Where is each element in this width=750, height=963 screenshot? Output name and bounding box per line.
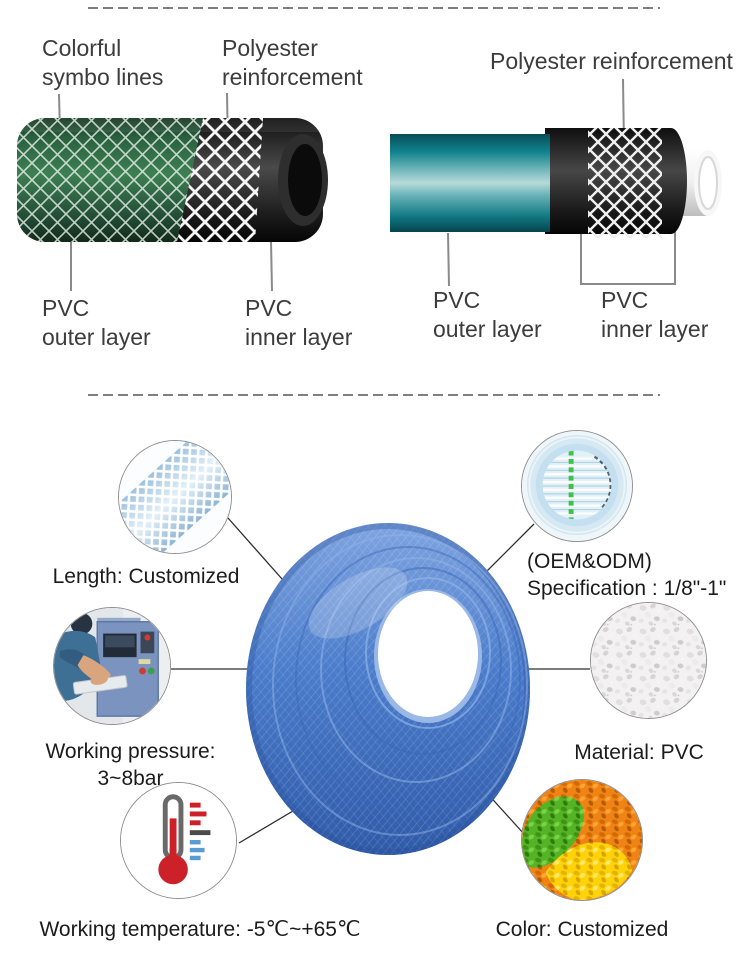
inner-layer-bracket [580, 221, 676, 285]
hose-end-photo [522, 431, 632, 541]
label-polyester-right: Polyester reinforcement [490, 47, 733, 76]
green-hose-cutaway-figure [15, 112, 335, 252]
label-colorful-symbol-lines: Colorful symbo lines [42, 34, 163, 92]
label-pvc-outer-right: PVC outer layer [433, 286, 542, 344]
label-text: inner layer [601, 316, 709, 342]
label-text: outer layer [42, 324, 151, 350]
label-pvc-inner-left: PVC inner layer [245, 294, 352, 352]
feature-label-material: Material: PVC [574, 741, 704, 764]
pvc-granules-photo [591, 603, 706, 718]
thermometer-icon [121, 783, 236, 898]
feature-circle-temperature [120, 782, 237, 899]
label-text: Polyester [222, 35, 318, 61]
color-granules-photo [522, 780, 642, 900]
label-text: symbo lines [42, 64, 164, 90]
feature-circle-length [118, 440, 232, 554]
feature-circle-pressure [53, 607, 171, 725]
feature-label-color: Color: Customized [495, 918, 669, 941]
feature-label-length: Length: Customized [52, 565, 240, 588]
feature-circle-material [590, 602, 707, 719]
feature-label-pressure: Working pressure: 3~8bar [45, 740, 216, 790]
label-text: PVC [245, 295, 293, 321]
label-text: (OEM&ODM) [527, 550, 652, 573]
label-text: Polyester reinforcement [490, 48, 733, 74]
label-text: Colorful [42, 35, 122, 61]
teal-hose-cutaway-figure [390, 126, 735, 241]
blue-hose-coil-figure [238, 513, 536, 861]
feature-label-temperature: Working temperature: -5℃~+65℃ [39, 918, 361, 941]
feature-circle-color [521, 779, 643, 901]
label-text: inner layer [245, 324, 353, 350]
pressure-test-machine-photo [54, 608, 170, 724]
label-pvc-outer-left: PVC outer layer [42, 294, 151, 352]
label-text: PVC [42, 295, 90, 321]
label-pvc-inner-right: PVC inner layer [601, 286, 708, 344]
feature-label-specification: (OEM&ODM) Specification : 1/8"-1" [527, 548, 726, 602]
label-text: Specification : 1/8"-1" [527, 577, 727, 600]
label-polyester-left: Polyester reinforcement [222, 34, 363, 92]
label-text: PVC [601, 287, 649, 313]
braided-hose-photo [119, 441, 231, 553]
feature-circle-specification [521, 430, 633, 542]
label-text: reinforcement [222, 64, 363, 90]
label-text: PVC [433, 287, 481, 313]
label-text: outer layer [433, 316, 542, 342]
